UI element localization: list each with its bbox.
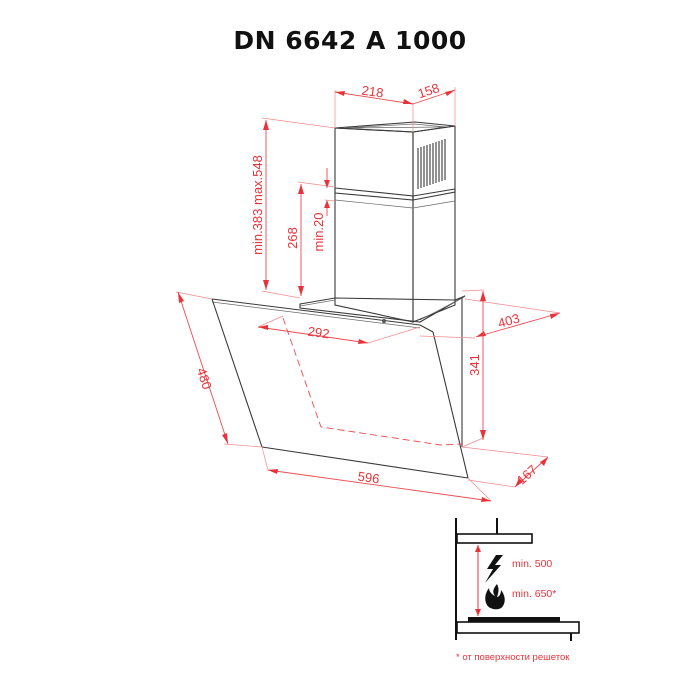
- dim-chimney-width: 218: [361, 83, 385, 101]
- footnote: * от поверхности решеток: [456, 652, 570, 663]
- glass-panel: [211, 298, 469, 479]
- dim-chimney-depth: 158: [416, 80, 441, 101]
- dim-back-height: 341: [467, 354, 482, 376]
- mounting-plate: [299, 295, 466, 323]
- dim-width: 596: [357, 469, 381, 487]
- filter-outline: [282, 317, 463, 446]
- dimension-lines: [175, 87, 561, 502]
- dim-lower-chimney-height: 268: [285, 227, 300, 249]
- chimney-upper: [334, 121, 456, 201]
- product-title: DN 6642 A 1000: [233, 26, 467, 55]
- dim-overlap-min: min.20: [311, 212, 326, 251]
- installation-diagram: [455, 518, 580, 641]
- flame-icon: [485, 584, 505, 610]
- chimney-lower: [334, 187, 456, 323]
- dim-panel-height: 480: [194, 366, 215, 391]
- vent-grille: [417, 139, 446, 189]
- electric-min-height: min. 500: [512, 558, 552, 570]
- dim-filter-width: 292: [307, 324, 331, 342]
- dim-depth: 403: [496, 310, 521, 330]
- dim-chimney-height-range: min.383 max.548: [250, 155, 265, 255]
- lightning-icon: [485, 555, 503, 583]
- gas-min-height: min. 650*: [512, 588, 556, 600]
